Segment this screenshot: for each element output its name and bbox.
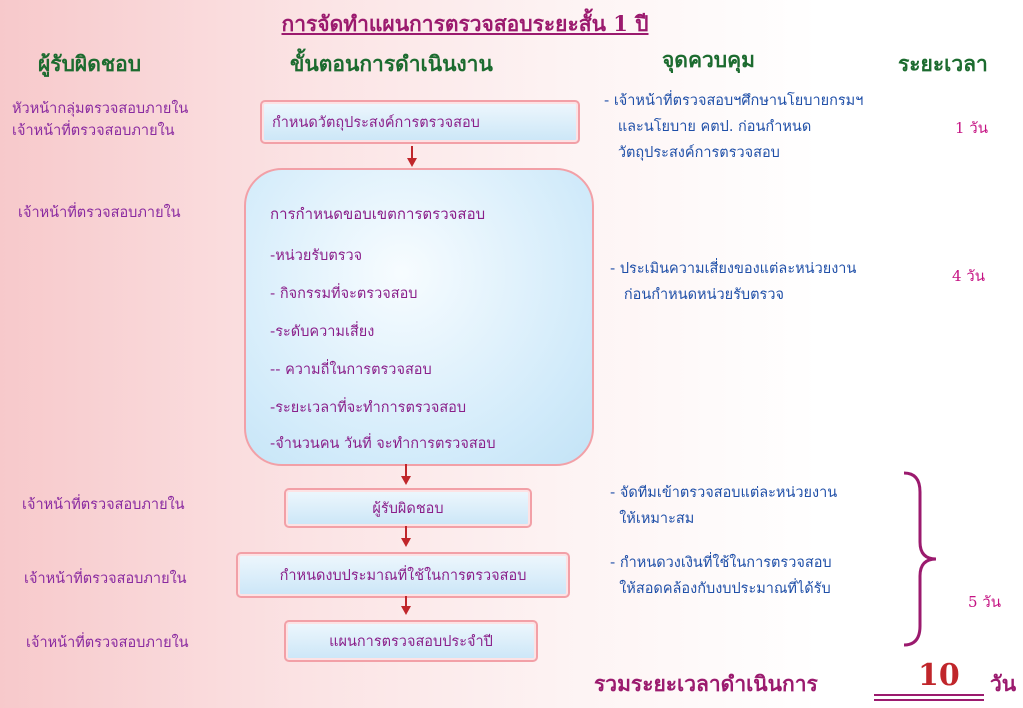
total-label: รวมระยะเวลาดำเนินการ xyxy=(594,671,818,696)
responsible-line: หัวหน้ากลุ่มตรวจสอบภายใน xyxy=(12,101,189,117)
arrow-1-head xyxy=(407,158,417,167)
total-underline xyxy=(874,694,984,696)
step-label: กำหนดวัตถุประสงค์การตรวจสอบ xyxy=(272,114,480,131)
grouping-brace xyxy=(903,471,937,647)
responsible-row-4: เจ้าหน้าที่ตรวจสอบภายใน xyxy=(24,571,187,587)
header-duration: ระยะเวลา xyxy=(898,51,988,76)
header-control: จุดควบคุม xyxy=(662,47,756,72)
scope-item: -ระยะเวลาที่จะทำการตรวจสอบ xyxy=(270,400,467,416)
duration-group: 5 วัน xyxy=(968,593,1001,611)
scope-title: การกำหนดขอบเขตการตรวจสอบ xyxy=(270,205,486,223)
arrow-2 xyxy=(405,464,407,478)
step-label: แผนการตรวจสอบประจำปี xyxy=(329,633,493,650)
control-row-4: - กำหนดวงเงินที่ใช้ในการตรวจสอบ ให้สอดคล… xyxy=(610,555,832,597)
page-title: การจัดทำแผนการตรวจสอบระยะสั้น 1 ปี xyxy=(281,11,649,36)
responsible-row-2: เจ้าหน้าที่ตรวจสอบภายใน xyxy=(18,205,181,221)
scope-item: -ระดับความเสี่ยง xyxy=(270,324,375,340)
arrow-1 xyxy=(411,146,413,160)
arrow-2-head xyxy=(401,476,411,485)
arrow-3-head xyxy=(401,538,411,547)
control-row-1: - เจ้าหน้าที่ตรวจสอบฯศึกษานโยบายกรมฯ และ… xyxy=(604,93,864,161)
responsible-row-3: เจ้าหน้าที่ตรวจสอบภายใน xyxy=(22,497,185,513)
step-box-scope: การกำหนดขอบเขตการตรวจสอบ -หน่วยรับตรวจ -… xyxy=(244,168,594,466)
header-responsible: ผู้รับผิดชอบ xyxy=(38,51,142,76)
scope-item: -- ความถี่ในการตรวจสอบ xyxy=(270,362,432,378)
arrow-3 xyxy=(405,526,407,540)
duration-row-2: 4 วัน xyxy=(952,267,985,285)
total-value: 10 xyxy=(918,658,960,693)
step-box-objective: กำหนดวัตถุประสงค์การตรวจสอบ xyxy=(260,100,580,144)
scope-item: - กิจกรรมที่จะตรวจสอบ xyxy=(270,286,418,302)
responsible-row-1: หัวหน้ากลุ่มตรวจสอบภายใน เจ้าหน้าที่ตรวจ… xyxy=(12,98,188,142)
header-steps: ขั้นตอนการดำเนินงาน xyxy=(290,51,493,76)
arrow-4-head xyxy=(401,606,411,615)
control-row-3: - จัดทีมเข้าตรวจสอบแต่ละหน่วยงาน ให้เหมา… xyxy=(610,485,838,527)
control-row-2: - ประเมินความเสี่ยงของแต่ละหน่วยงาน ก่อน… xyxy=(610,261,857,303)
responsible-row-5: เจ้าหน้าที่ตรวจสอบภายใน xyxy=(26,635,189,651)
total-underline-2 xyxy=(874,699,984,701)
arrow-4 xyxy=(405,596,407,608)
step-box-responsible: ผู้รับผิดชอบ xyxy=(284,488,532,528)
duration-row-1: 1 วัน xyxy=(955,119,988,137)
step-label: ผู้รับผิดชอบ xyxy=(372,500,444,517)
step-box-budget: กำหนดงบประมาณที่ใช้ในการตรวจสอบ xyxy=(236,552,570,598)
scope-item: -หน่วยรับตรวจ xyxy=(270,248,363,264)
scope-item: -จำนวนคน วันที่ จะทำการตรวจสอบ xyxy=(270,436,496,452)
total-unit: วัน xyxy=(990,671,1017,696)
step-label: กำหนดงบประมาณที่ใช้ในการตรวจสอบ xyxy=(279,567,527,584)
responsible-line: เจ้าหน้าที่ตรวจสอบภายใน xyxy=(12,123,175,139)
step-box-annual-plan: แผนการตรวจสอบประจำปี xyxy=(284,620,538,662)
